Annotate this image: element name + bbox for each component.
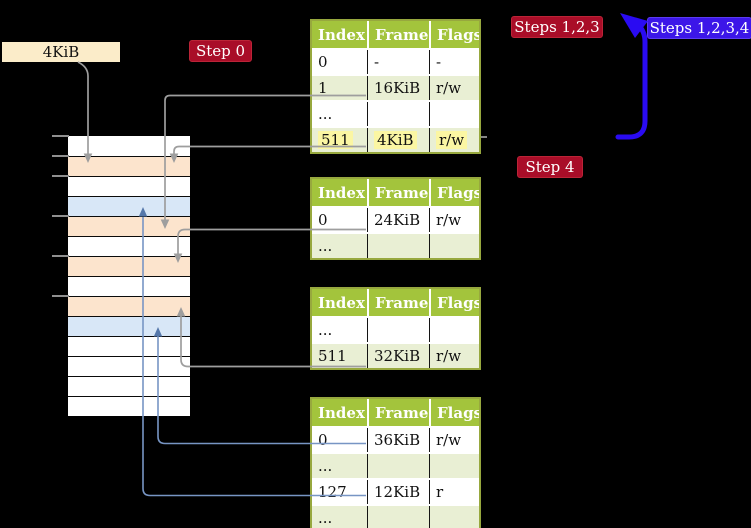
memory-row — [68, 216, 190, 236]
memory-row — [68, 256, 190, 276]
column-header-frame: Frame — [367, 399, 429, 426]
table-row: ... — [312, 100, 479, 126]
cell-frame — [367, 102, 429, 126]
steps-1-2-3-4-label: Steps 1,2,3,4 — [647, 17, 751, 39]
cell-index: 511 — [312, 128, 367, 152]
page-table-1: Index Frame Flags 0 - - 1 16KiB r/w ... … — [310, 19, 481, 154]
column-header-index: Index — [318, 25, 365, 44]
table-row: 127 12KiB r — [312, 478, 479, 504]
column-header-frame: Frame — [367, 179, 429, 206]
table-row: ... — [312, 232, 479, 258]
table-header-row: Index Frame Flags — [312, 289, 479, 316]
table-row: 0 24KiB r/w — [312, 206, 479, 232]
frame-4kib-label: 4KiB — [2, 42, 120, 62]
table-row: ... — [312, 504, 479, 528]
cell-flags: - — [429, 50, 479, 74]
table-row: ... — [312, 452, 479, 478]
big-loop-arrow — [615, 22, 648, 140]
cell-flags: r/w — [429, 128, 479, 152]
memory-tick — [52, 295, 69, 297]
table-row: 511 32KiB r/w — [312, 342, 479, 368]
memory-row — [68, 156, 190, 176]
cell-frame: 32KiB — [367, 344, 429, 368]
arrowhead-up-left-icon — [620, 13, 648, 38]
cell-flags — [429, 102, 479, 126]
cell-index: ... — [318, 509, 333, 527]
page-table-2: Index Frame Flags 0 24KiB r/w ... — [310, 177, 481, 260]
highlight: 511 — [318, 131, 353, 149]
physical-memory-stack — [68, 136, 190, 416]
cell-index: 0 — [318, 211, 328, 229]
cell-frame: 24KiB — [367, 208, 429, 232]
table-header-row: Index Frame Flags — [312, 399, 479, 426]
memory-row — [68, 296, 190, 316]
table-header-row: Index Frame Flags — [312, 21, 479, 48]
column-header-frame: Frame — [367, 21, 429, 48]
column-header-index: Index — [318, 183, 365, 202]
memory-row — [68, 396, 190, 416]
column-header-frame: Frame — [367, 289, 429, 316]
cell-flags — [429, 234, 479, 258]
cell-index: ... — [318, 457, 333, 475]
steps-1-2-3-label: Steps 1,2,3 — [511, 16, 603, 38]
cell-frame: 4KiB — [367, 128, 429, 152]
memory-row — [68, 236, 190, 256]
memory-tick — [52, 175, 69, 177]
memory-tick — [52, 155, 69, 157]
cell-index: 0 — [318, 431, 328, 449]
cell-flags — [429, 506, 479, 528]
cell-frame: - — [367, 50, 429, 74]
cell-frame — [367, 234, 429, 258]
memory-tick — [52, 255, 69, 257]
highlight: r/w — [436, 131, 468, 149]
memory-row — [68, 316, 190, 336]
cell-index: 511 — [318, 347, 347, 365]
table-row-highlighted: 511 4KiB r/w — [312, 126, 479, 152]
cell-flags: r — [429, 480, 479, 504]
column-header-index: Index — [318, 293, 365, 312]
column-header-flags: Flags — [429, 179, 479, 206]
memory-row — [68, 176, 190, 196]
column-header-flags: Flags — [429, 399, 479, 426]
column-header-flags: Flags — [429, 289, 479, 316]
cell-flags: r/w — [429, 76, 479, 100]
cell-flags: r/w — [429, 208, 479, 232]
cell-frame — [367, 318, 429, 342]
cell-frame: 16KiB — [367, 76, 429, 100]
cell-index: ... — [318, 321, 333, 339]
cell-flags — [429, 454, 479, 478]
table-row: 0 - - — [312, 48, 479, 74]
cell-index: ... — [318, 105, 333, 123]
highlight: 4KiB — [374, 131, 417, 149]
memory-row — [68, 356, 190, 376]
cell-frame — [367, 506, 429, 528]
table-row: ... — [312, 316, 479, 342]
cell-index: 0 — [318, 53, 328, 71]
column-header-index: Index — [318, 403, 365, 422]
page-table-4: Index Frame Flags 0 36KiB r/w ... 127 12… — [310, 397, 481, 528]
memory-row — [68, 136, 190, 156]
memory-row — [68, 196, 190, 216]
column-header-flags: Flags — [429, 21, 479, 48]
table-header-row: Index Frame Flags — [312, 179, 479, 206]
table-row: 0 36KiB r/w — [312, 426, 479, 452]
cell-index: 127 — [318, 483, 347, 501]
cell-frame: 36KiB — [367, 428, 429, 452]
memory-row — [68, 376, 190, 396]
step-4-label: Step 4 — [517, 156, 583, 178]
cell-frame — [367, 454, 429, 478]
memory-tick — [52, 135, 69, 137]
table-row: 1 16KiB r/w — [312, 74, 479, 100]
cell-flags: r/w — [429, 428, 479, 452]
page-table-3: Index Frame Flags ... 511 32KiB r/w — [310, 287, 481, 370]
memory-row — [68, 336, 190, 356]
memory-tick — [52, 215, 69, 217]
cell-flags — [429, 318, 479, 342]
cell-frame: 12KiB — [367, 480, 429, 504]
cell-index: 1 — [318, 79, 328, 97]
memory-row — [68, 276, 190, 296]
cell-index: ... — [318, 237, 333, 255]
cell-flags: r/w — [429, 344, 479, 368]
step-0-label: Step 0 — [189, 40, 252, 62]
